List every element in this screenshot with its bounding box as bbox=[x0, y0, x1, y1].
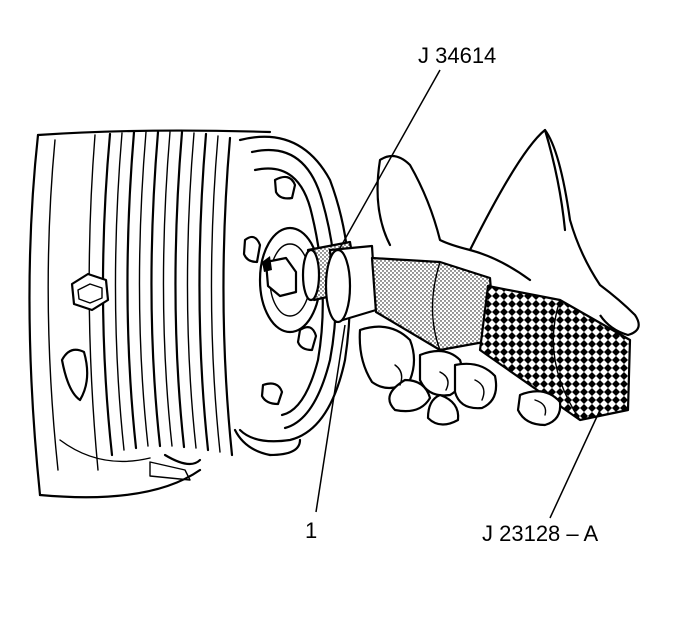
handle-tool bbox=[370, 256, 632, 422]
leader-line-j34614 bbox=[339, 69, 441, 249]
leader-line-1 bbox=[315, 324, 346, 513]
leader-line-j23128 bbox=[549, 409, 601, 519]
hand bbox=[358, 128, 640, 427]
callout-label-j34614: J 34614 bbox=[418, 43, 497, 68]
mounting-bolt bbox=[60, 272, 110, 402]
pulley-body bbox=[28, 129, 272, 499]
callout-label-1: 1 bbox=[305, 518, 318, 543]
socket-tool bbox=[301, 240, 378, 324]
callout-label-j23128: J 23128 – A bbox=[482, 521, 599, 546]
